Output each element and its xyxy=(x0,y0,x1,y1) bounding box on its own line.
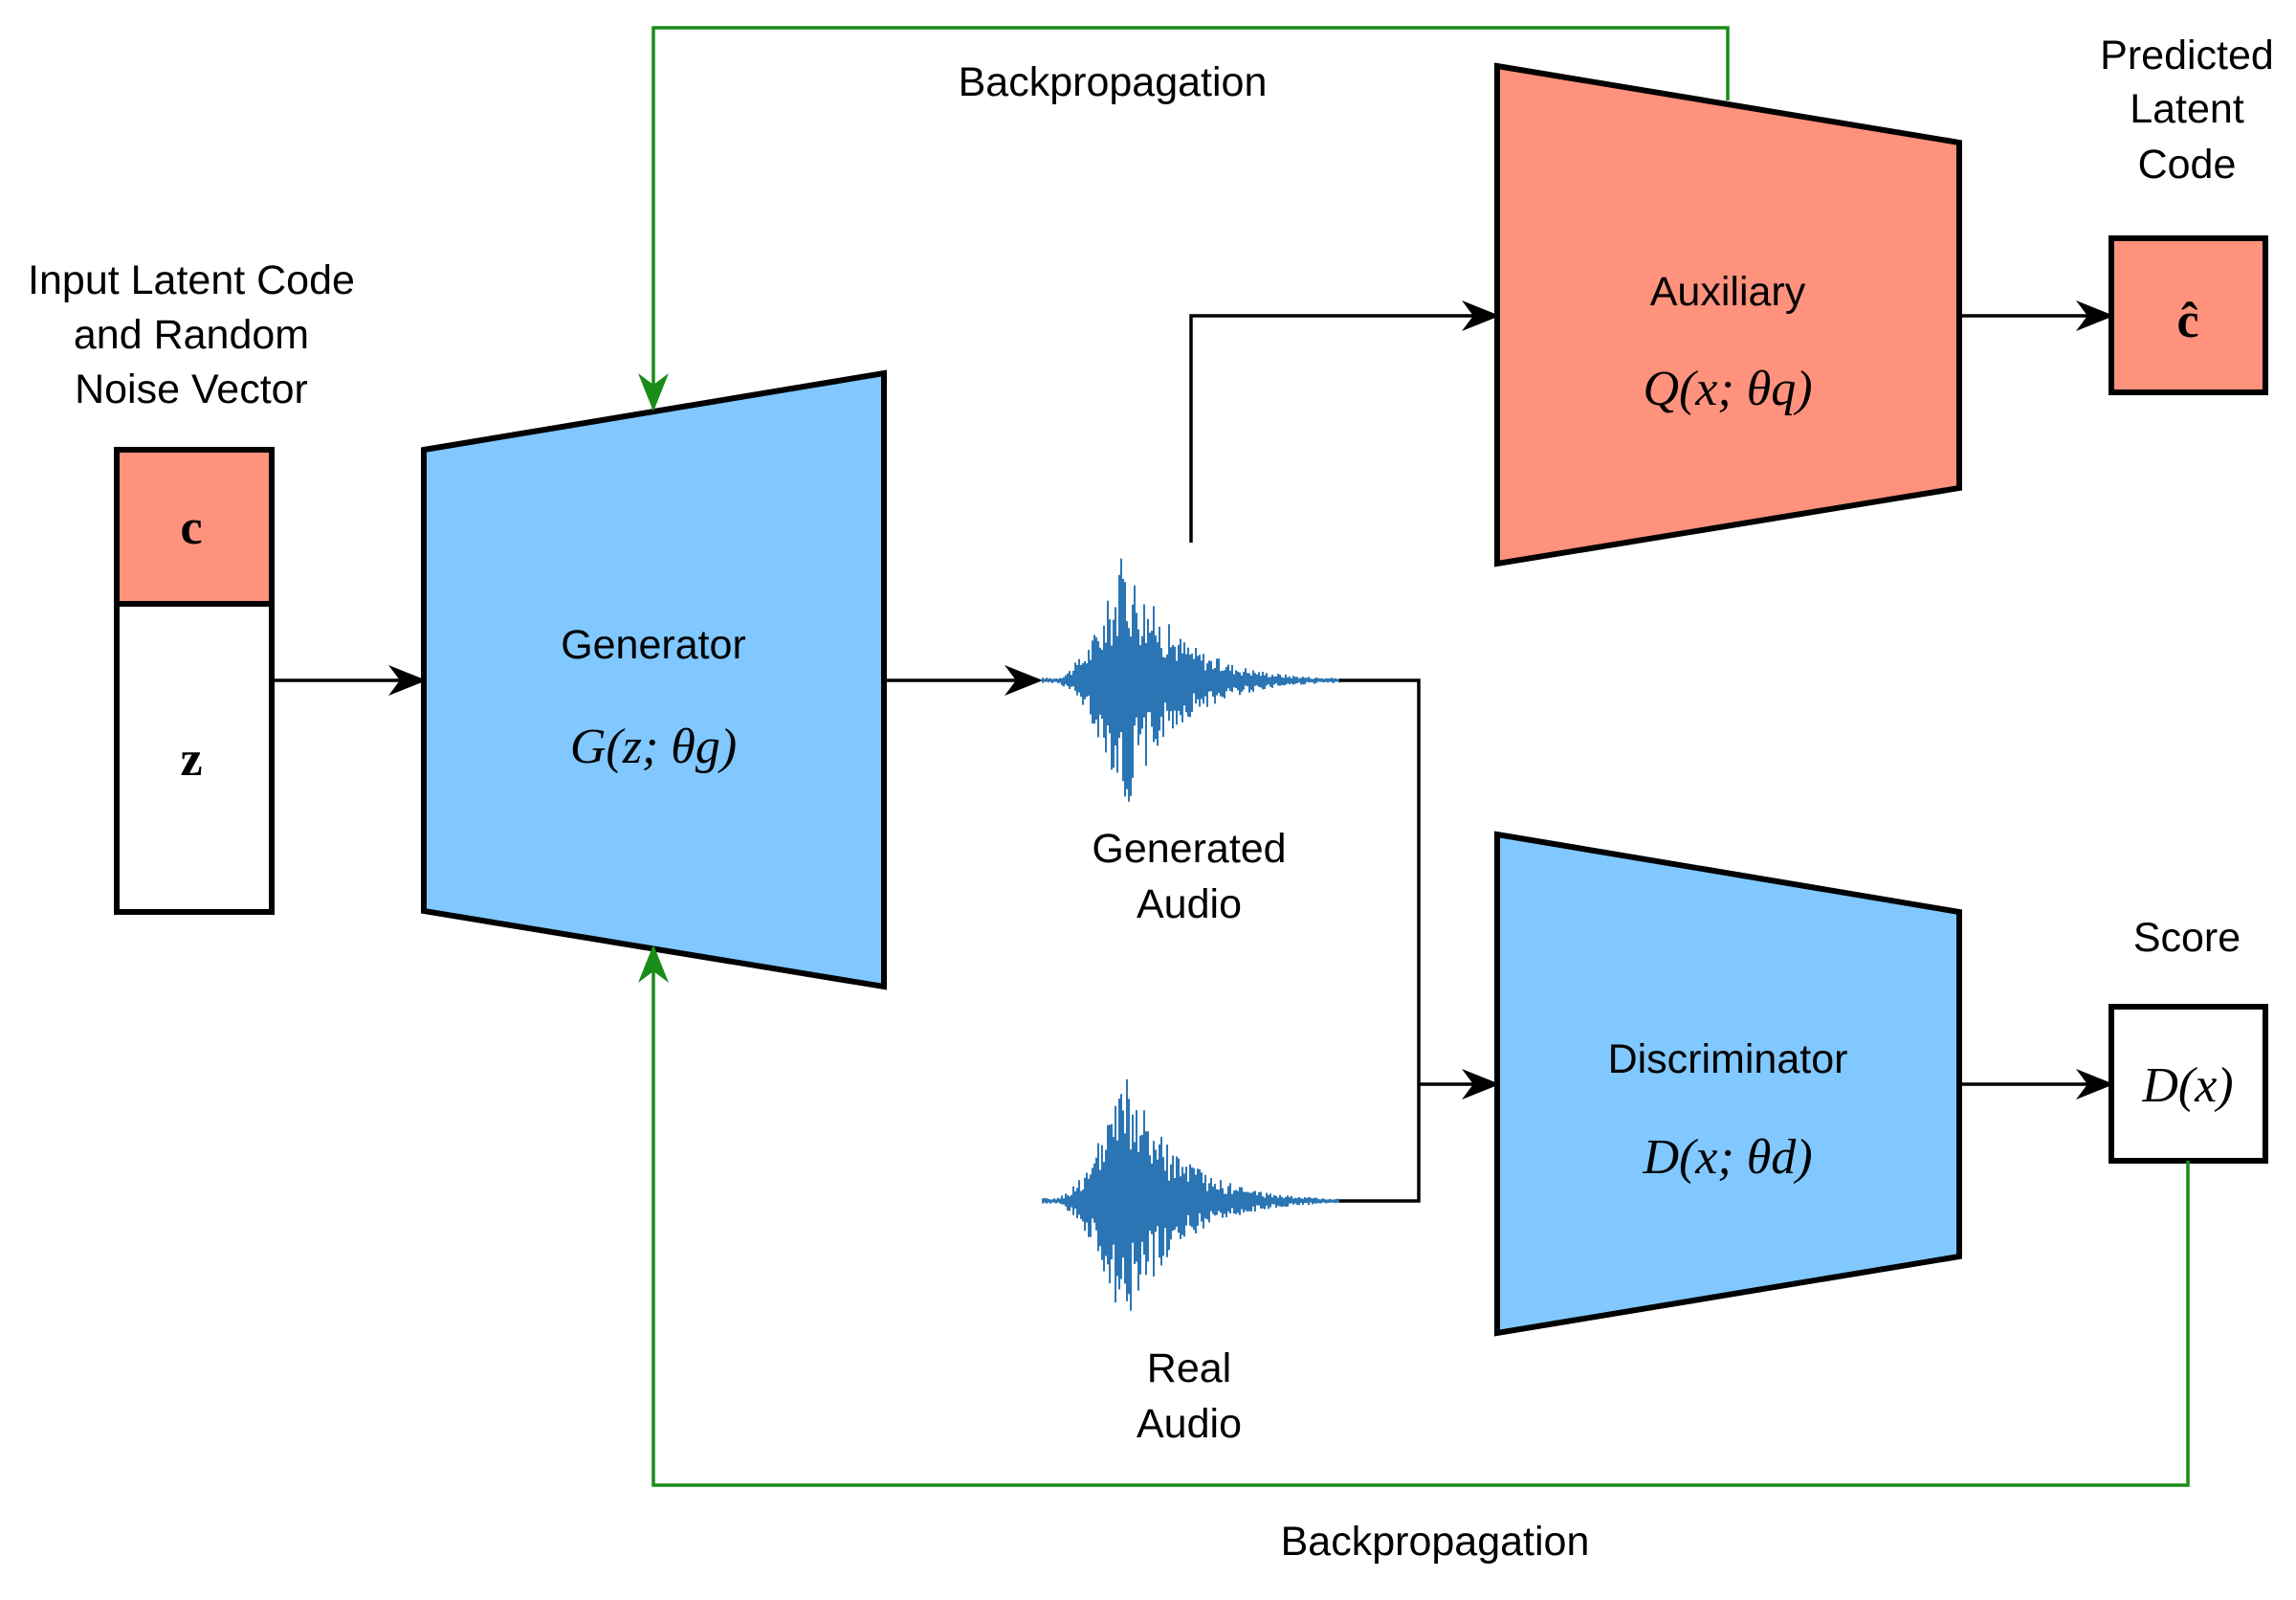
auxiliary-name: Auxiliary xyxy=(1650,269,1806,315)
arrow-audio-to-auxiliary xyxy=(1189,300,1500,543)
predicted-code-value: ĉ xyxy=(2176,294,2198,348)
auxiliary-formula: Q(x; θq) xyxy=(1643,362,1812,416)
noise-vector-z-label: z xyxy=(180,732,202,787)
real-audio-label-line-2: Audio xyxy=(1137,1401,1242,1447)
score-value: D(x) xyxy=(2141,1058,2233,1113)
backprop-label-bottom: Backpropagation xyxy=(1281,1519,1590,1565)
real-audio-label-line-1: Real xyxy=(1147,1345,1231,1391)
backprop-path-top xyxy=(638,26,1730,411)
auxiliary-block xyxy=(1494,62,1962,567)
discriminator-formula: D(x; θd) xyxy=(1642,1130,1812,1185)
connector-audio-merge xyxy=(1339,678,1421,1203)
input-title-line-2: and Random xyxy=(74,312,309,358)
latent-code-c-label: c xyxy=(180,500,202,555)
waveform-trace xyxy=(1042,1078,1340,1311)
generator-name: Generator xyxy=(561,622,746,668)
real-audio-waveform xyxy=(1042,1078,1340,1311)
predicted-title-line-2: Latent xyxy=(2130,86,2244,132)
input-title-line-1: Input Latent Code xyxy=(28,257,355,303)
generator-formula: G(z; θg) xyxy=(570,720,737,774)
discriminator-block xyxy=(1494,831,1962,1337)
backprop-path-bottom xyxy=(638,944,2190,1487)
generated-audio-waveform xyxy=(1042,558,1340,802)
generated-audio-label-line-1: Generated xyxy=(1092,826,1286,872)
predicted-title-line-3: Code xyxy=(2138,142,2237,188)
score-box xyxy=(2108,1004,2268,1164)
input-title-line-3: Noise Vector xyxy=(75,367,308,412)
backprop-label-top: Backpropagation xyxy=(959,59,1268,105)
generated-audio-label-line-2: Audio xyxy=(1137,881,1242,927)
discriminator-name: Discriminator xyxy=(1608,1036,1848,1082)
score-title: Score xyxy=(2133,915,2241,961)
predicted-title-line-1: Predicted xyxy=(2100,33,2274,78)
latent-code-c-cell xyxy=(114,447,275,607)
noise-vector-z-cell xyxy=(114,601,275,915)
generator-block xyxy=(421,369,887,990)
predicted-code-box xyxy=(2108,235,2268,395)
